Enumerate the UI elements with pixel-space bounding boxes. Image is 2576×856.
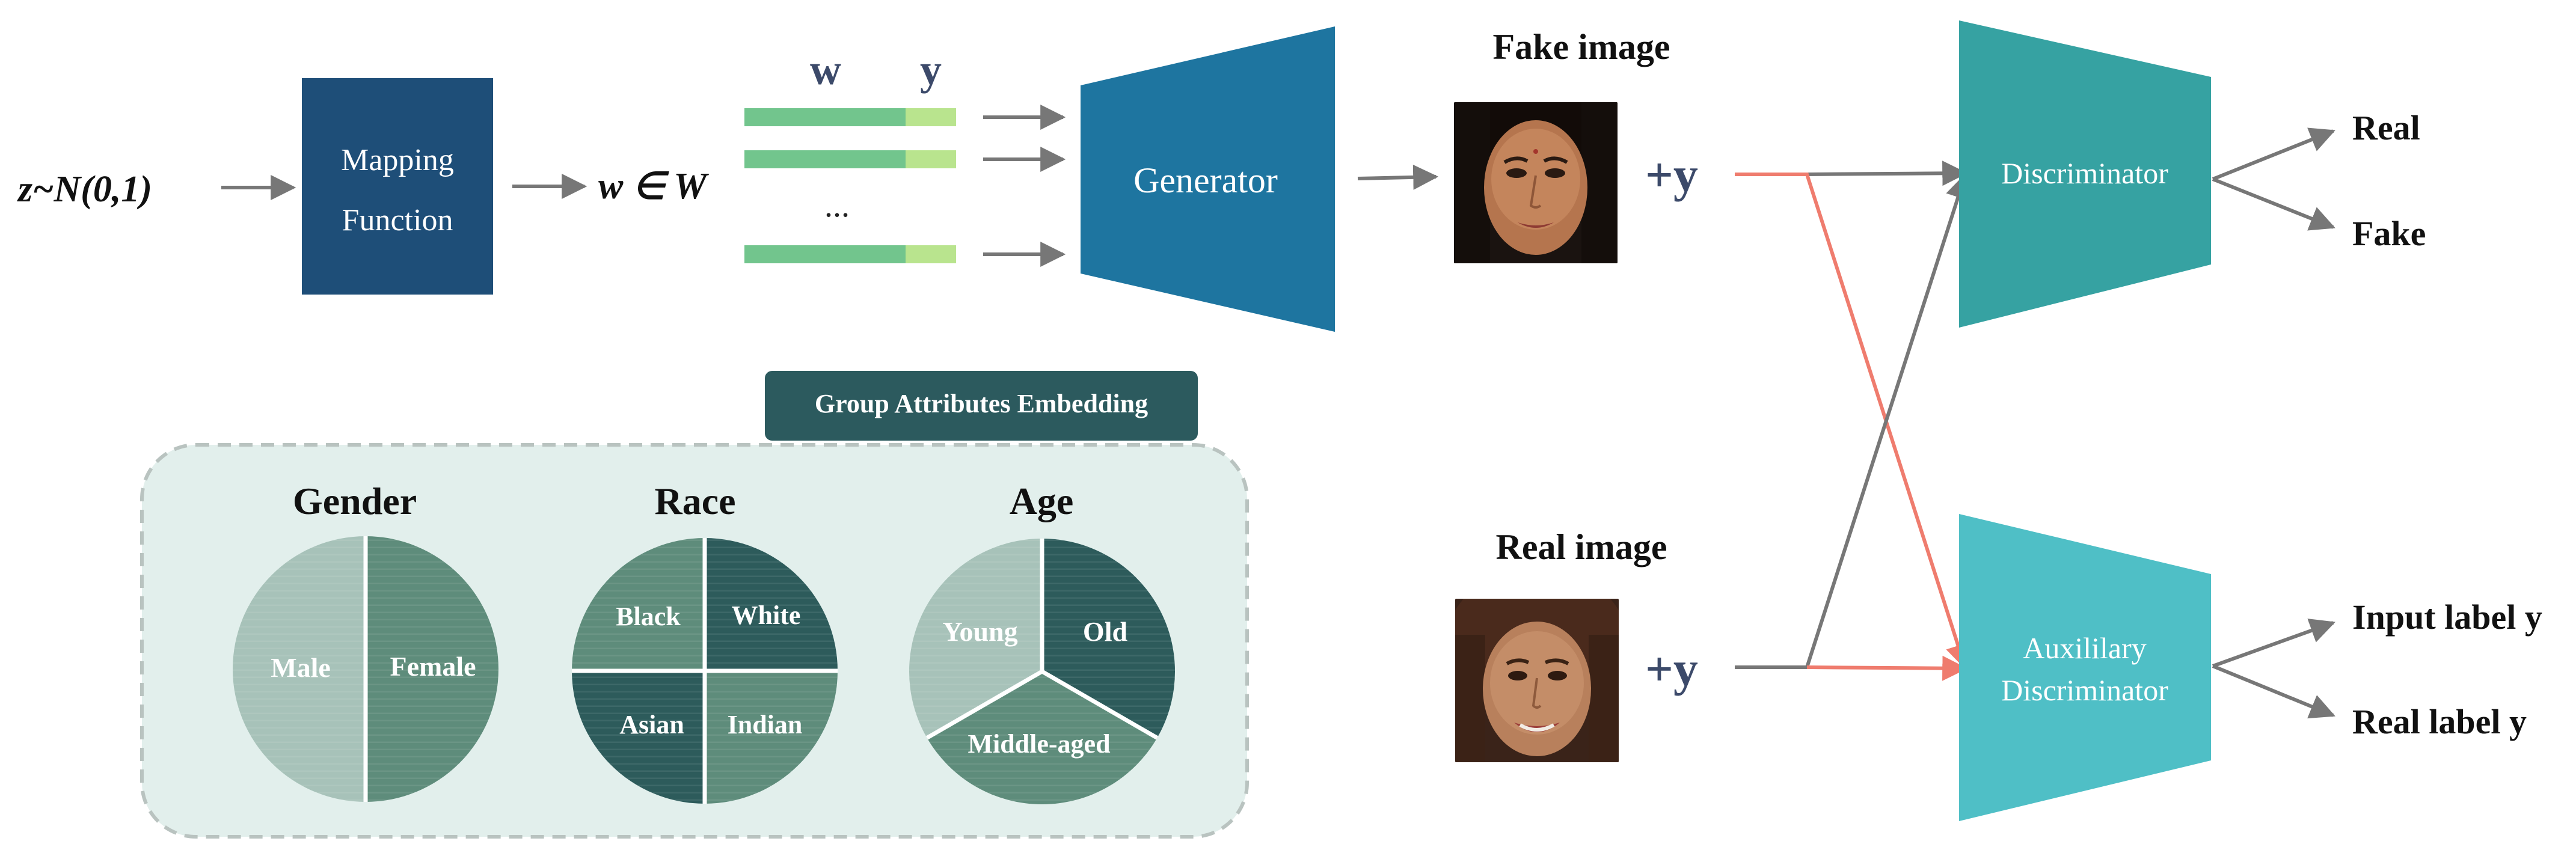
age-title: Age	[1010, 480, 1074, 522]
aux-output-real-label: Real label y	[2352, 702, 2527, 741]
style-vector-row-1	[744, 108, 956, 126]
aux-output-input-label: Input label y	[2352, 598, 2542, 637]
discriminator-block	[1959, 20, 2211, 328]
gender-male-label: Male	[271, 652, 331, 683]
arrow-real-to-aux-discriminator	[1806, 655, 1968, 681]
disc-output-real: Real	[2352, 108, 2420, 147]
generator-block	[1081, 26, 1335, 332]
race-asian-label: Asian	[619, 710, 684, 739]
arrow-disc-to-fake	[2212, 177, 2335, 231]
aux-discriminator-label-line2: Discriminator	[2001, 673, 2168, 707]
mapping-label-line2: Function	[342, 203, 453, 237]
race-black-label: Black	[616, 602, 681, 631]
w-bar	[744, 245, 906, 263]
y-bar	[906, 150, 956, 168]
gender-pie: Male Female	[233, 536, 498, 802]
arrow-fake-to-aux-discriminator	[1735, 173, 1970, 670]
group-attributes-title: Group Attributes Embedding	[815, 389, 1148, 418]
arrow-real-to-discriminator	[1735, 173, 1970, 669]
generator-label: Generator	[1133, 160, 1278, 200]
aux-discriminator-block	[1959, 514, 2211, 821]
style-vector-row-2	[744, 150, 956, 168]
race-title: Race	[654, 480, 735, 522]
w-space-label: w ∈ W	[598, 166, 709, 207]
mapping-label-line1: Mapping	[341, 143, 454, 177]
age-middle-aged-label: Middle-aged	[968, 729, 1110, 759]
age-divider-left	[925, 669, 1043, 740]
group-attributes-tab	[765, 371, 1198, 441]
w-bar	[744, 108, 906, 126]
fake-face-photo	[1454, 102, 1618, 263]
fake-image-title: Fake image	[1493, 27, 1670, 67]
fake-plus-y: +y	[1645, 147, 1698, 202]
gender-title: Gender	[293, 480, 417, 522]
y-bar	[906, 245, 956, 263]
discriminator-label: Discriminator	[2001, 156, 2168, 190]
arrow-generator-to-fake	[1357, 164, 1439, 190]
latent-label: z~N(0,1)	[17, 169, 152, 210]
y-column-label: y	[920, 46, 942, 94]
arrow-aux-to-real-label	[2212, 664, 2335, 719]
mapping-function-box	[302, 78, 493, 295]
age-pie: Young Old Middle-aged	[909, 538, 1176, 805]
age-old-label: Old	[1083, 616, 1128, 647]
real-plus-y: +y	[1645, 641, 1698, 696]
race-white-label: White	[732, 601, 801, 630]
w-column-label: w	[810, 46, 841, 94]
style-vector-ellipsis: ...	[824, 187, 850, 224]
y-bar	[906, 108, 956, 126]
age-young-label: Young	[942, 616, 1017, 647]
arrow-disc-to-real	[2212, 127, 2335, 181]
style-vector-row-n	[744, 245, 956, 263]
w-bar	[744, 150, 906, 168]
gender-female-label: Female	[390, 651, 476, 682]
aux-discriminator-label-line1: Auxililary	[2023, 631, 2147, 665]
real-face-photo	[1455, 599, 1619, 762]
race-indian-label: Indian	[728, 710, 803, 739]
age-divider-right	[1041, 669, 1159, 740]
disc-output-fake: Fake	[2352, 214, 2426, 253]
real-image-title: Real image	[1496, 527, 1667, 567]
arrow-aux-to-input-label	[2212, 619, 2335, 668]
race-pie: Black White Asian Indian	[572, 538, 838, 804]
